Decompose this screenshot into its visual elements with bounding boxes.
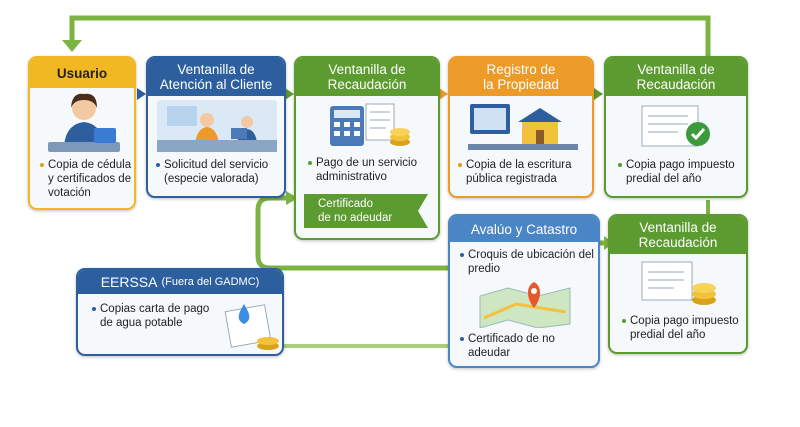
service-counter-icon [157,100,277,152]
registro-bullet: Copia de la escritura pública registrada [458,158,590,186]
avaluo-bullet-2: Certificado de no adeudar [460,332,568,360]
loop-back-arrow [69,15,711,60]
recaudacion2-box: Ventanilla de Recaudación Copia pago imp… [604,56,748,198]
recaudacion3-bullet: Copia pago impuesto predial del año [622,314,746,342]
recaudacion2-header: Ventanilla de Recaudación [606,58,746,96]
recaudacion2-title-line2: Recaudación [636,77,716,92]
atencion-title-line1: Ventanilla de [177,62,255,77]
usuario-header: Usuario [30,58,134,88]
recaudacion1-bullet: Pago de un servicio administrativo [308,156,434,184]
registro-box: Registro de la Propiedad Copia de la esc… [448,56,594,198]
recaudacion2-bullet: Copia pago impuesto predial del año [618,158,746,186]
coins-document-icon [641,261,716,305]
return-arrow [255,195,448,271]
recaudacion3-title-line1: Ventanilla de [639,220,717,235]
recaudacion1-box: Ventanilla de Recaudación Pago de un ser… [294,56,440,240]
recaudacion1-title-line2: Recaudación [327,77,407,92]
usuario-bullet: Copia de cédula y certificados de votaci… [40,158,134,200]
eerssa-header: EERSSA (Fuera del GADMC) [78,270,282,294]
eerssa-title-note: (Fuera del GADMC) [161,275,260,288]
map-pin-icon [479,282,571,328]
eerssa-box: EERSSA (Fuera del GADMC) Copias carta de… [76,268,284,356]
arrow-2 [285,88,294,100]
certificate-check-icon [641,105,710,147]
avaluo-header: Avalúo y Catastro [450,216,598,242]
no-adeudar-tag-line2: de no adeudar [318,212,393,224]
avaluo-bullet-1: Croquis de ubicación del predio [460,248,596,276]
usuario-box: Usuario Copia de cédula y certificados d… [28,56,136,210]
calculator-coins-icon [330,103,410,146]
registro-title-line2: la Propiedad [483,77,559,92]
water-bill-icon [224,304,279,350]
atencion-box: Ventanilla de Atención al Cliente Solici… [146,56,286,198]
recaudacion3-header: Ventanilla de Recaudación [610,216,746,254]
return-arrowhead [286,191,298,205]
atencion-title-line2: Atención al Cliente [159,77,273,92]
arrow-4 [594,88,603,100]
registro-header: Registro de la Propiedad [450,58,592,96]
recaudacion1-title-line1: Ventanilla de [328,62,406,77]
eerssa-title: EERSSA [100,273,158,290]
no-adeudar-tag: Certificado de no adeudar [304,194,428,228]
arrow-1 [137,88,146,100]
no-adeudar-tag-line1: Certificado [318,198,373,210]
recaudacion3-title-line2: Recaudación [638,235,718,250]
loop-back-arrowhead [62,40,82,52]
user-at-desk-icon [48,93,120,152]
avaluo-title: Avalúo y Catastro [470,221,578,237]
eerssa-bullet: Copias carta de pago de agua potable [92,302,222,330]
usuario-title: Usuario [56,65,108,81]
atencion-bullet: Solicitud del servicio (especie valorada… [156,158,282,186]
recaudacion3-box: Ventanilla de Recaudación Copia pago imp… [608,214,748,354]
recaudacion1-header: Ventanilla de Recaudación [296,58,438,96]
atencion-header: Ventanilla de Atención al Cliente [148,58,284,96]
avaluo-box: Avalúo y Catastro Croquis de ubicación d… [448,214,600,368]
arrow-3 [439,88,448,100]
registro-title-line1: Registro de [486,62,556,77]
recaudacion2-title-line1: Ventanilla de [637,62,715,77]
house-certificate-icon [468,104,578,150]
